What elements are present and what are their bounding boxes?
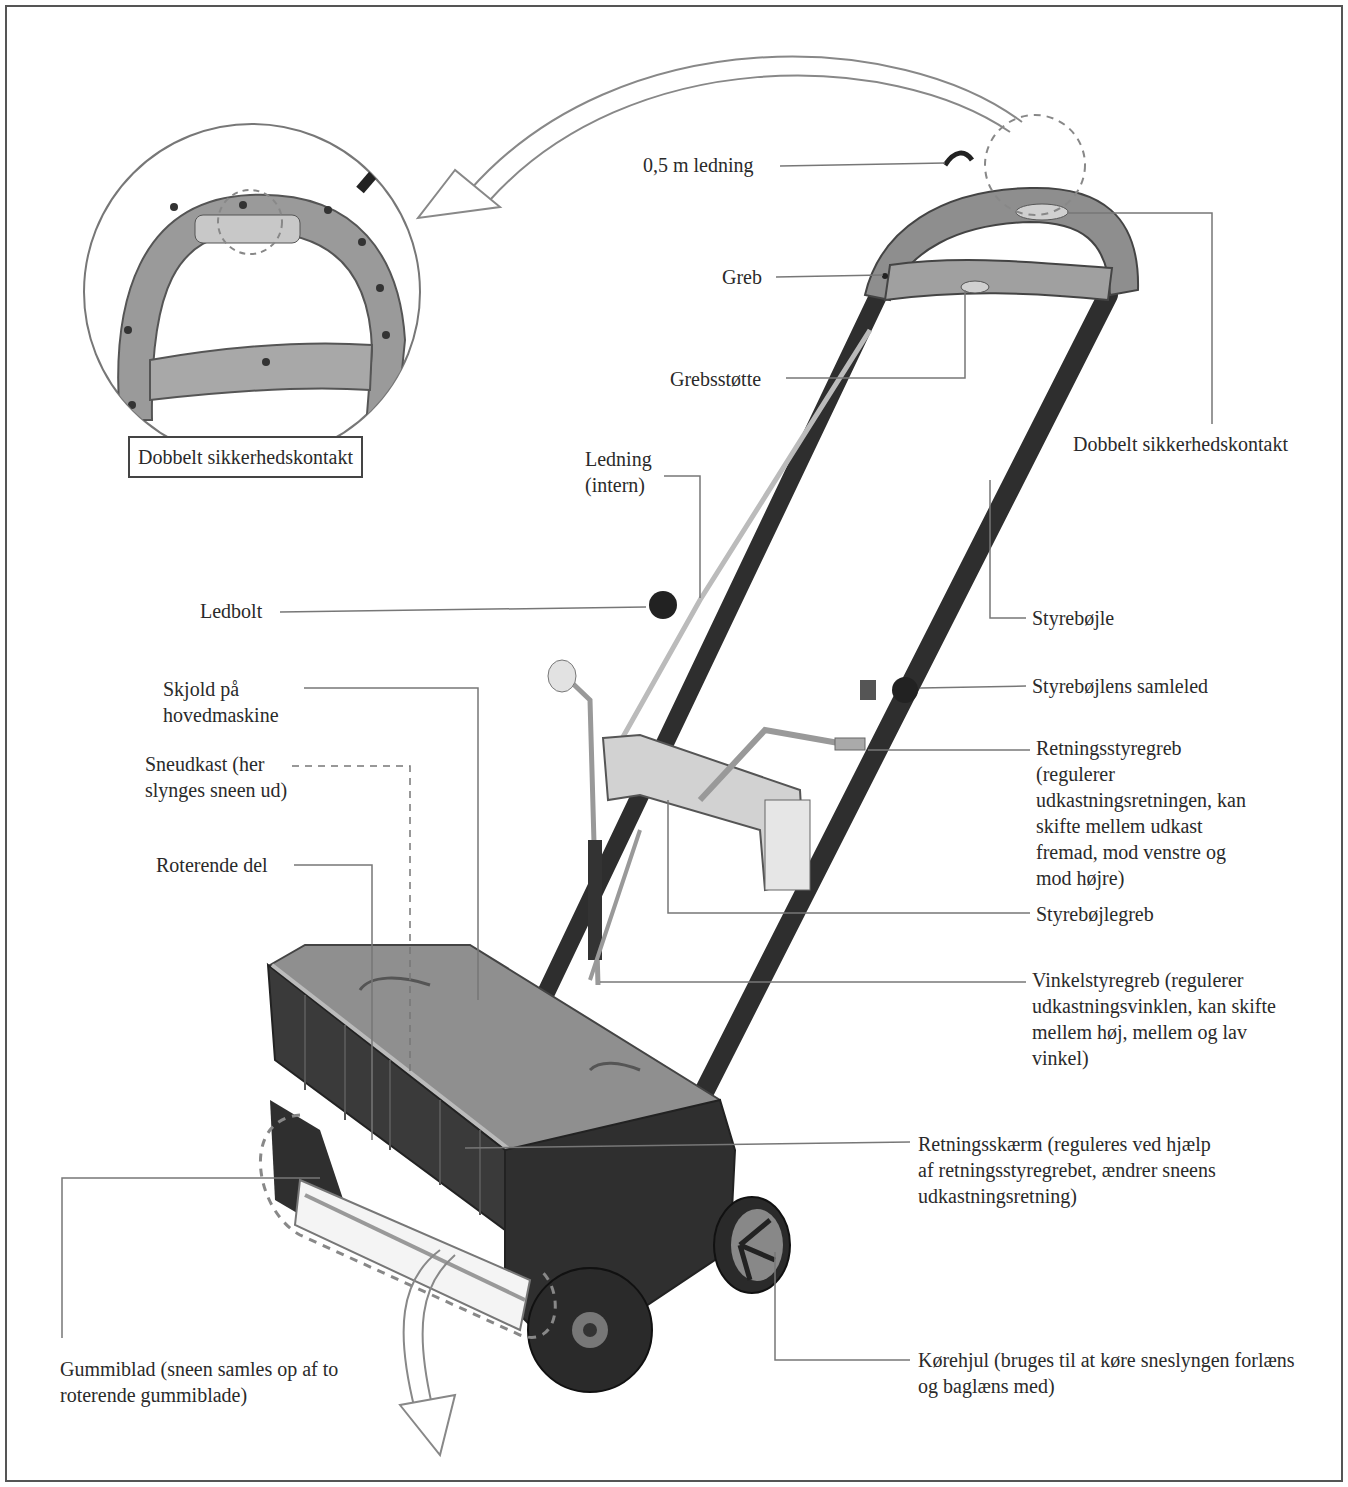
- part-label: Vinkelstyregreb (regulerer udkastningsvi…: [1032, 967, 1292, 1071]
- frame: [6, 6, 1342, 1481]
- machine-body: [260, 945, 790, 1455]
- part-label: Retningsstyregreb (regulerer udkastnings…: [1036, 735, 1261, 891]
- part-label: Greb: [722, 264, 762, 290]
- part-label: Grebsstøtte: [670, 366, 761, 392]
- part-label: Skjold på hovedmaskine: [163, 676, 313, 728]
- part-label: Roterende del: [156, 852, 268, 878]
- part-label: Ledning (intern): [585, 446, 675, 498]
- callout-box: Dobbelt sikkerhedskontakt: [128, 436, 363, 478]
- part-label: Retningsskærm (reguleres ved hjælp af re…: [918, 1131, 1218, 1209]
- part-label: Dobbelt sikkerhedskontakt: [1073, 431, 1288, 457]
- part-label: Sneudkast (her slynges sneen ud): [145, 751, 300, 803]
- part-label: Styrebøjlens samleled: [1032, 673, 1208, 699]
- magnify-arrow: [418, 57, 1022, 218]
- inset-detail: [84, 120, 420, 470]
- part-label: Styrebøjlegreb: [1036, 901, 1154, 927]
- part-name: Dobbelt sikkerhedskontakt: [138, 446, 353, 468]
- part-label: Ledbolt: [200, 598, 262, 624]
- part-label: Kørehjul (bruges til at køre sneslyngen …: [918, 1347, 1298, 1399]
- part-label: Styrebøjle: [1032, 605, 1114, 631]
- part-label: Gummiblad (sneen samles op af to roteren…: [60, 1356, 370, 1408]
- part-label: 0,5 m ledning: [643, 152, 754, 178]
